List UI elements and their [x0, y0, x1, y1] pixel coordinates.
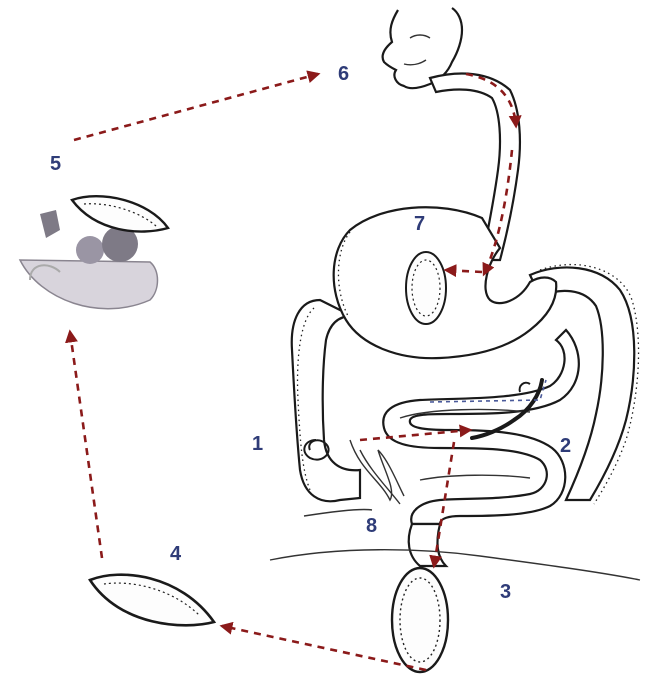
small-intestine: [383, 330, 579, 524]
egg-icon: [90, 575, 214, 626]
step-label-4: 4: [170, 543, 182, 565]
step-label-2: 2: [560, 435, 571, 457]
food-bowl-icon: [20, 196, 168, 308]
step-label-8: 8: [366, 515, 377, 537]
egg-icon: [406, 252, 446, 324]
ground-line: [270, 550, 640, 580]
appendix: [304, 509, 372, 516]
rectum: [409, 524, 446, 566]
step-label-5: 5: [50, 153, 61, 175]
step-label-7: 7: [414, 213, 425, 235]
egg-icon: [392, 568, 448, 672]
large-intestine: [292, 300, 360, 501]
step-label-6: 6: [338, 63, 349, 85]
step-label-3: 3: [500, 581, 511, 603]
step-label-1: 1: [252, 433, 263, 455]
